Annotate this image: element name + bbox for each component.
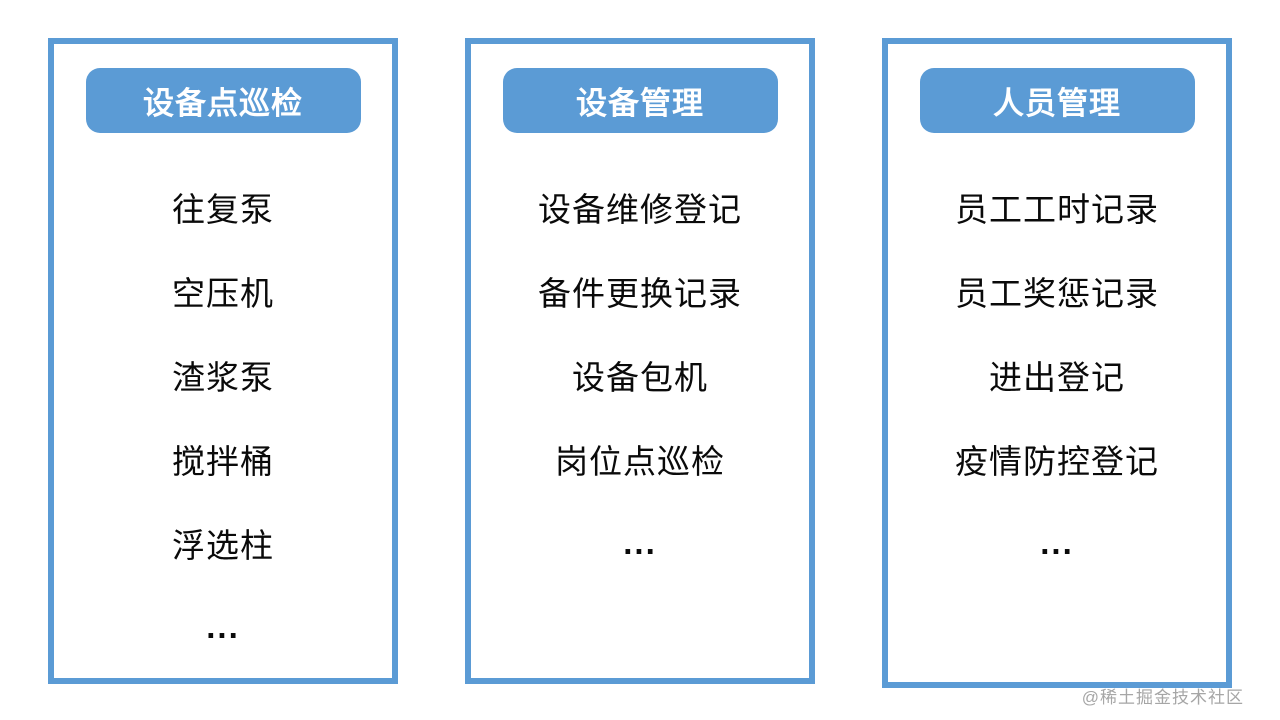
category-header: 人员管理: [919, 68, 1195, 133]
list-item: 疫情防控登记: [955, 443, 1159, 480]
ellipsis-item: ...: [623, 524, 657, 561]
list-item: 往复泵: [172, 191, 274, 228]
list-item: 岗位点巡检: [555, 443, 725, 480]
category-header: 设备管理: [502, 68, 778, 133]
list-item: 渣浆泵: [172, 359, 274, 396]
item-list: 设备维修登记 备件更换记录 设备包机 岗位点巡检 ...: [471, 165, 809, 585]
category-panel-equipment-management: 设备管理 设备维修登记 备件更换记录 设备包机 岗位点巡检 ...: [465, 38, 815, 684]
watermark: @稀土掘金技术社区: [1081, 688, 1244, 707]
item-list: 员工工时记录 员工奖惩记录 进出登记 疫情防控登记 ...: [888, 165, 1226, 585]
list-item: 空压机: [172, 275, 274, 312]
ellipsis-item: ...: [1040, 524, 1074, 561]
list-item: 浮选柱: [172, 527, 274, 564]
list-item: 备件更换记录: [538, 275, 742, 312]
list-item: 员工工时记录: [955, 191, 1159, 228]
list-item: 设备维修登记: [538, 191, 742, 228]
category-header: 设备点巡检: [85, 68, 361, 133]
item-list: 往复泵 空压机 渣浆泵 搅拌桶 浮选柱 ...: [54, 165, 392, 669]
list-item: 进出登记: [989, 359, 1125, 396]
list-item: 员工奖惩记录: [955, 275, 1159, 312]
list-item: 搅拌桶: [172, 443, 274, 480]
list-item: 设备包机: [572, 359, 708, 396]
category-panel-personnel-management: 人员管理 员工工时记录 员工奖惩记录 进出登记 疫情防控登记 ...: [882, 38, 1232, 688]
category-panel-equipment-inspection: 设备点巡检 往复泵 空压机 渣浆泵 搅拌桶 浮选柱 ...: [48, 38, 398, 684]
ellipsis-item: ...: [206, 608, 240, 645]
